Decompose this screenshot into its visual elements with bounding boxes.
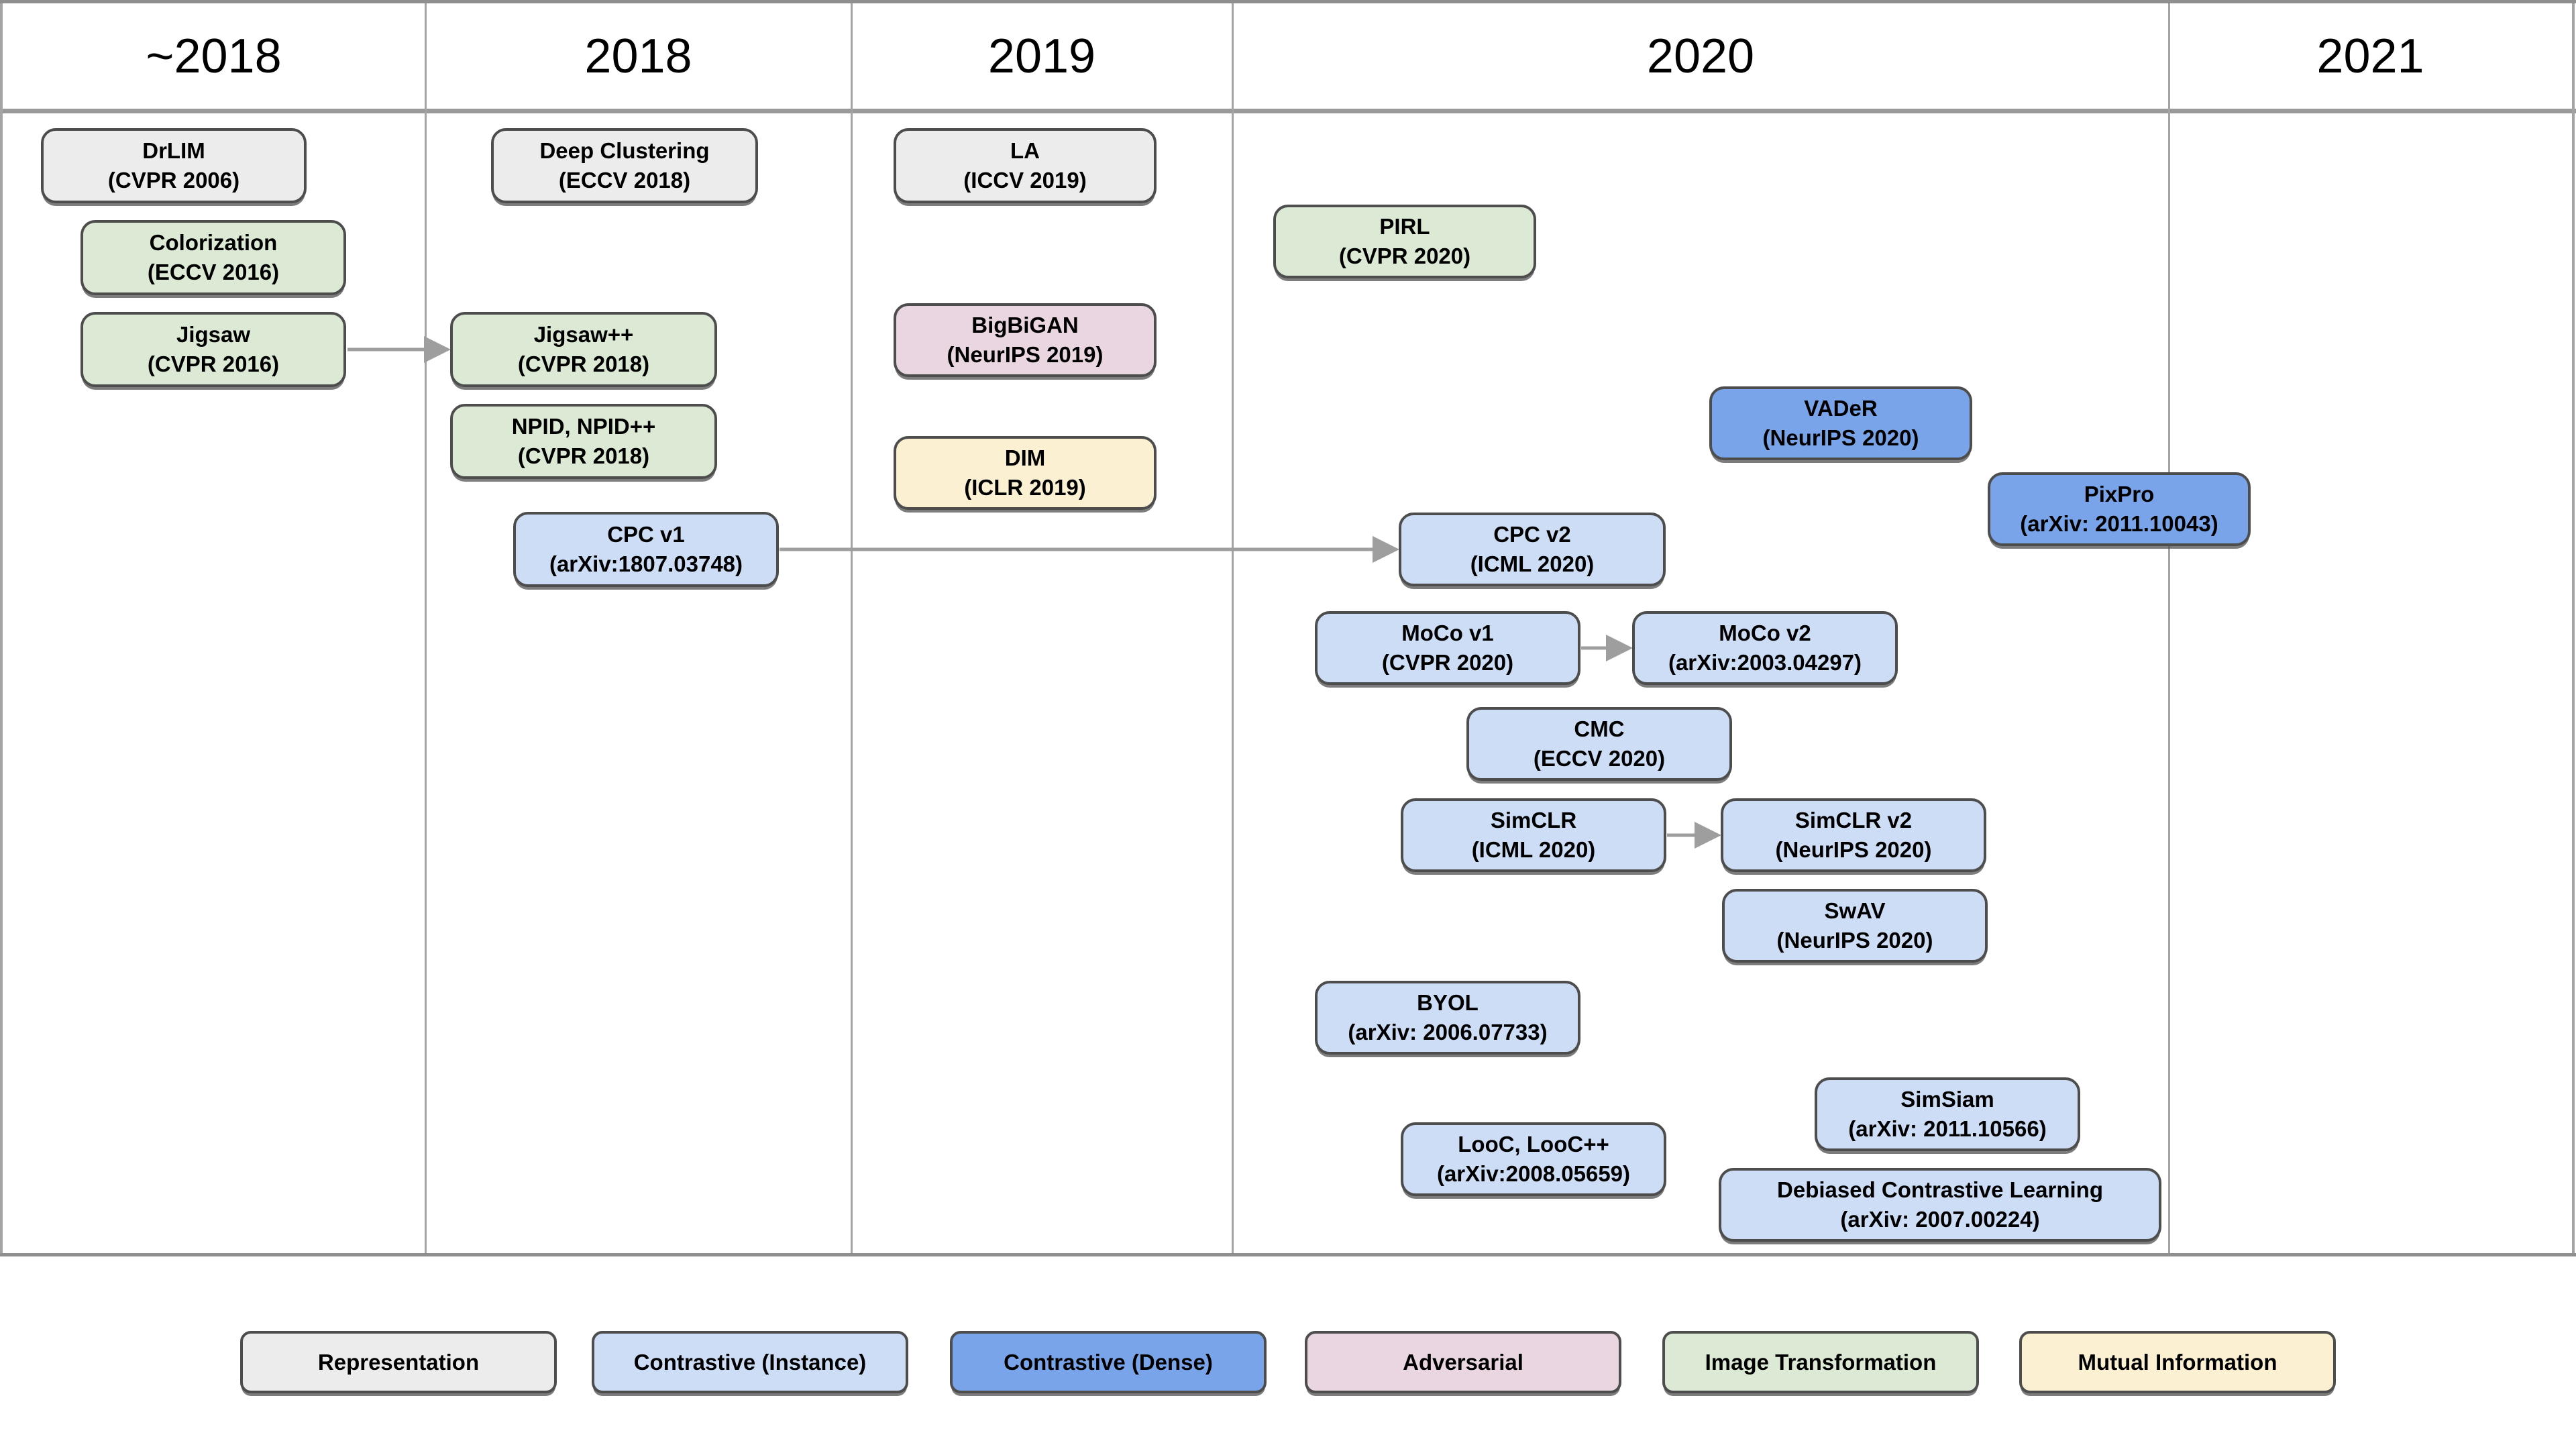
paper-name: Colorization [149, 230, 278, 255]
paper-name: MoCo v2 [1719, 621, 1811, 645]
paper-name: SimSiam [1900, 1087, 1994, 1112]
legend-item-label: Contrastive (Instance) [633, 1349, 867, 1375]
legend-item-label: Mutual Information [2078, 1349, 2277, 1375]
paper-node-simsiam: SimSiam (arXiv: 2011.10566) [1815, 1077, 2080, 1151]
paper-venue: (arXiv: 2006.07733) [1348, 1020, 1548, 1044]
paper-name: VADeR [1804, 396, 1878, 421]
paper-node-jigsaw: Jigsaw++ (CVPR 2018) [450, 312, 717, 387]
paper-node-drlim: DrLIM (CVPR 2006) [41, 128, 307, 203]
table-left-border [0, 3, 3, 1253]
paper-venue: (ECCV 2018) [558, 168, 691, 193]
column-header-2-2019: 2019 [987, 29, 1096, 83]
legend-item-label: Image Transformation [1705, 1349, 1937, 1375]
paper-name: Deep Clustering [539, 138, 710, 163]
paper-node-byol: BYOL (arXiv: 2006.07733) [1315, 981, 1580, 1055]
paper-venue: (NeurIPS 2020) [1762, 425, 1919, 450]
paper-name: DrLIM [142, 138, 205, 163]
paper-venue: (arXiv: 2007.00224) [1840, 1207, 2040, 1232]
column-header-4-2021: 2021 [2316, 29, 2424, 83]
legend-item-label: Adversarial [1403, 1349, 1523, 1375]
paper-name: Debiased Contrastive Learning [1777, 1177, 2103, 1202]
paper-node-dim: DIM (ICLR 2019) [894, 436, 1157, 510]
paper-name: BYOL [1417, 990, 1479, 1015]
column-header-3-2020: 2020 [1646, 29, 1755, 83]
paper-node-looc-looc: LooC, LooC++ (arXiv:2008.05659) [1401, 1122, 1666, 1196]
paper-name: CPC v1 [607, 522, 685, 547]
paper-venue: (ECCV 2020) [1533, 746, 1666, 771]
legend-item-representation: Representation [240, 1331, 557, 1393]
paper-node-simclr: SimCLR (ICML 2020) [1401, 798, 1666, 872]
paper-name: SimCLR v2 [1794, 808, 1913, 833]
column-divider-2 [851, 3, 853, 1253]
paper-name: SimCLR [1490, 808, 1577, 833]
paper-venue: (arXiv:2003.04297) [1668, 650, 1862, 675]
paper-venue: (CVPR 2016) [147, 352, 280, 376]
paper-node-moco-v1: MoCo v1 (CVPR 2020) [1315, 611, 1580, 685]
column-header-1-2018: 2018 [584, 29, 692, 83]
paper-name: PixPro [2084, 482, 2155, 506]
paper-venue: (arXiv: 2011.10043) [2020, 511, 2218, 536]
paper-venue: (arXiv:2008.05659) [1436, 1161, 1631, 1186]
legend-item-adversarial: Adversarial [1305, 1331, 1621, 1393]
header-separator-line [0, 109, 2576, 113]
paper-venue: (ICCV 2019) [963, 168, 1087, 193]
paper-name: Jigsaw [176, 322, 251, 347]
column-header-0-2018: ~2018 [146, 29, 282, 83]
paper-name: BigBiGAN [971, 313, 1079, 337]
paper-venue: (ICLR 2019) [964, 475, 1086, 500]
paper-name: SwAV [1824, 898, 1886, 923]
paper-name: DIM [1004, 445, 1046, 470]
legend-item-contrastive-dense: Contrastive (Dense) [950, 1331, 1267, 1393]
paper-venue: (NeurIPS 2019) [947, 342, 1104, 367]
paper-venue: (ICML 2020) [1470, 551, 1595, 576]
table-bottom-border [0, 1253, 2576, 1256]
paper-name: CPC v2 [1493, 522, 1571, 547]
paper-node-pixpro: PixPro (arXiv: 2011.10043) [1988, 472, 2251, 546]
paper-name: NPID, NPID++ [511, 414, 656, 439]
paper-node-jigsaw: Jigsaw (CVPR 2016) [80, 312, 346, 387]
paper-venue: (NeurIPS 2020) [1776, 928, 1933, 953]
column-divider-1 [425, 3, 427, 1253]
paper-node-cpc-v2: CPC v2 (ICML 2020) [1399, 513, 1666, 586]
paper-venue: (CVPR 2006) [107, 168, 240, 193]
paper-node-npid-npid: NPID, NPID++ (CVPR 2018) [450, 404, 717, 479]
legend-item-image-transformation: Image Transformation [1662, 1331, 1979, 1393]
paper-venue: (CVPR 2020) [1338, 244, 1471, 268]
paper-venue: (CVPR 2020) [1381, 650, 1514, 675]
column-divider-4 [2168, 3, 2170, 1253]
paper-node-cpc-v1: CPC v1 (arXiv:1807.03748) [513, 512, 779, 587]
paper-node-colorization: Colorization (ECCV 2016) [80, 220, 346, 295]
column-divider-3 [1232, 3, 1234, 1253]
legend-item-label: Contrastive (Dense) [1004, 1349, 1213, 1375]
paper-name: MoCo v1 [1401, 621, 1494, 645]
legend-item-label: Representation [317, 1349, 480, 1375]
table-top-border [0, 0, 2576, 3]
paper-venue: (arXiv: 2011.10566) [1848, 1116, 2047, 1141]
paper-node-cmc: CMC (ECCV 2020) [1466, 707, 1732, 781]
paper-node-debiased-contrastive-learning: Debiased Contrastive Learning (arXiv: 200… [1719, 1168, 2161, 1242]
paper-venue: (CVPR 2018) [517, 352, 650, 376]
paper-venue: (ICML 2020) [1471, 837, 1596, 862]
paper-venue: (ECCV 2016) [147, 260, 280, 284]
legend-item-mutual-information: Mutual Information [2019, 1331, 2336, 1393]
paper-node-simclr-v2: SimCLR v2 (NeurIPS 2020) [1721, 798, 1986, 872]
paper-name: PIRL [1379, 214, 1430, 239]
legend-item-contrastive-instance: Contrastive (Instance) [592, 1331, 908, 1393]
table-right-border [2572, 3, 2575, 1253]
paper-node-la: LA (ICCV 2019) [894, 128, 1157, 203]
paper-node-bigbigan: BigBiGAN (NeurIPS 2019) [894, 303, 1157, 377]
paper-name: CMC [1574, 716, 1625, 741]
paper-node-moco-v2: MoCo v2 (arXiv:2003.04297) [1632, 611, 1898, 685]
paper-node-vader: VADeR (NeurIPS 2020) [1709, 386, 1972, 460]
paper-name: Jigsaw++ [533, 322, 634, 347]
paper-name: LA [1010, 138, 1040, 163]
paper-node-deep-clustering: Deep Clustering (ECCV 2018) [491, 128, 758, 203]
paper-venue: (CVPR 2018) [517, 443, 650, 468]
paper-node-swav: SwAV (NeurIPS 2020) [1722, 889, 1988, 963]
paper-node-pirl: PIRL (CVPR 2020) [1273, 205, 1536, 278]
paper-name: LooC, LooC++ [1458, 1132, 1609, 1157]
paper-venue: (NeurIPS 2020) [1775, 837, 1932, 862]
paper-venue: (arXiv:1807.03748) [549, 551, 743, 576]
